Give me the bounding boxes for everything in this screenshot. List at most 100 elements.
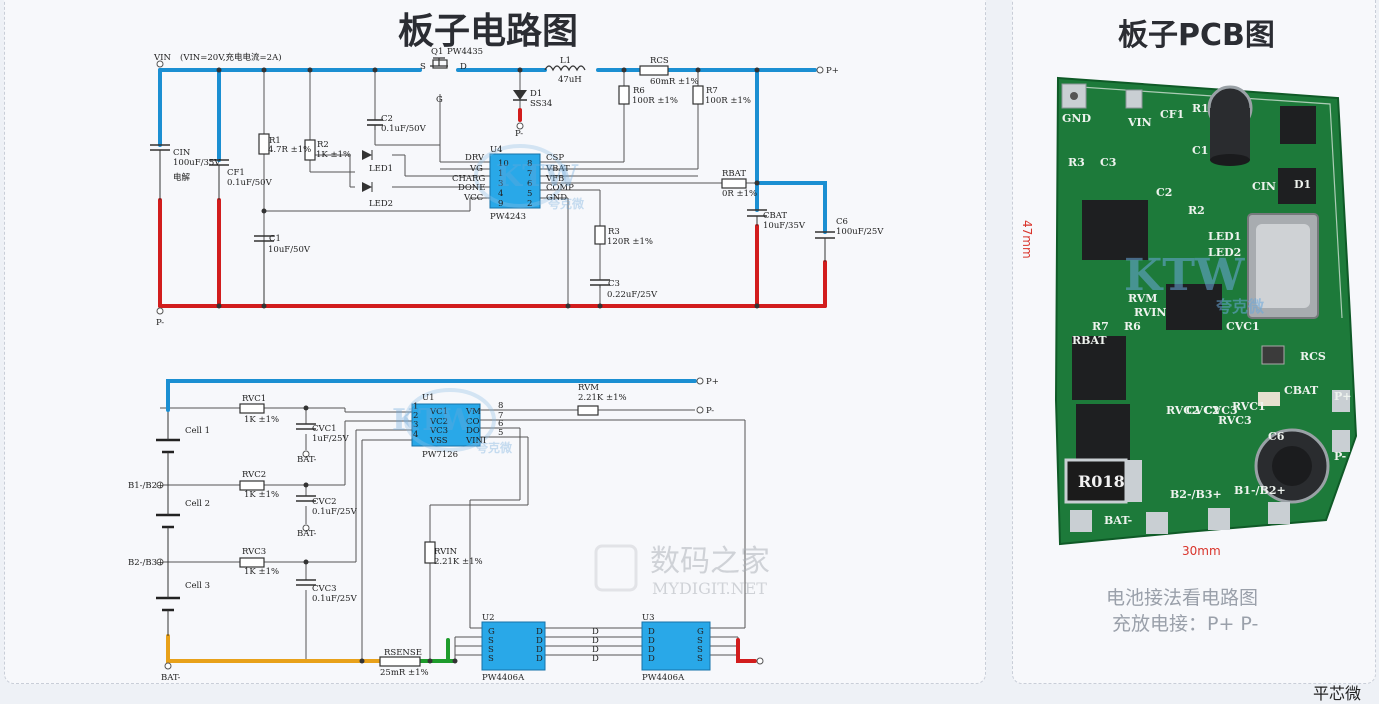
u1-pin-l1: VC1: [429, 407, 448, 417]
silk-rvin: RVIN: [1134, 306, 1166, 319]
rbat-value: 0R ±1%: [722, 189, 757, 199]
r2-label: R2: [317, 140, 329, 150]
u4-pin-r4: COMP: [546, 183, 574, 193]
p-plus-bottom: P+: [706, 377, 719, 387]
rvc1-label: RVC1: [242, 394, 266, 404]
silk-rcs: RCS: [1300, 350, 1326, 363]
pcb-height-dimension: 47mm: [1020, 220, 1034, 259]
u3-d3: D: [648, 645, 655, 655]
q1-g: G: [436, 95, 443, 105]
u4-pin-l1: DRV: [465, 153, 485, 163]
u4-pin-l3: CHARG: [452, 174, 485, 184]
u4-num-l3: 3: [498, 179, 503, 189]
silk-b1b2: B1-/B2+: [1234, 484, 1286, 497]
vin-label: VIN: [153, 53, 171, 63]
silk-c2: C2: [1156, 186, 1172, 199]
c6-value: 100uF/25V: [836, 227, 884, 237]
rcs-label: RCS: [650, 56, 669, 66]
rvm-value: 2.21K ±1%: [578, 393, 627, 403]
u1-num-r1: 8: [498, 401, 503, 411]
watermark-site-cn: 数码之家: [650, 544, 770, 579]
u3-d1: D: [648, 627, 655, 637]
cbat-label: CBAT: [763, 211, 787, 221]
cell3-label: Cell 3: [185, 581, 210, 591]
u4-num-l5: 9: [498, 199, 503, 209]
u2-g: G: [488, 627, 495, 637]
u3-s2: S: [697, 645, 703, 655]
cin-label: CIN: [173, 148, 191, 158]
r2-value: 1K ±1%: [316, 150, 351, 160]
rvin-label: RVIN: [434, 547, 458, 557]
u3-s1: S: [697, 636, 703, 646]
silk-c3: C3: [1100, 156, 1116, 169]
u1-pin-r4: VINI: [465, 436, 486, 446]
u2-d4: D: [536, 654, 543, 664]
rvc3-value: 1K ±1%: [244, 567, 279, 577]
pcb-board: [1054, 76, 1358, 546]
silk-rvc1: RVC1: [1232, 400, 1266, 413]
u2-d3: D: [536, 645, 543, 655]
silk-cvc1: CVC1: [1226, 320, 1260, 333]
rvm-label: RVM: [578, 383, 599, 393]
c6-label: C6: [836, 217, 848, 227]
watermark-cn-bottom: 夸克微: [475, 440, 513, 455]
silk-r6: R6: [1124, 320, 1141, 333]
silk-rbat: RBAT: [1072, 334, 1107, 347]
watermark-site-en: MYDIGIT.NET: [652, 579, 767, 598]
u1-num-r3: 6: [498, 419, 503, 429]
q1-label: Q1: [431, 47, 443, 57]
c1-label: C1: [269, 234, 281, 244]
silk-c1: C1: [1192, 144, 1208, 157]
q1-s: S: [420, 62, 426, 72]
u1-pin-l2: VC2: [429, 417, 448, 427]
rvin-value: 2.21K ±1%: [434, 557, 483, 567]
u3-g: G: [697, 627, 704, 637]
u4-num-l1: 10: [498, 159, 509, 169]
u3-d4: D: [648, 654, 655, 664]
silk-gnd: GND: [1062, 112, 1091, 125]
c2-label: C2: [381, 114, 393, 124]
u3-part: PW4406A: [642, 673, 685, 683]
silk-led1: LED1: [1208, 230, 1241, 243]
u1-num-r2: 7: [498, 411, 503, 421]
l1-value: 47uH: [558, 75, 582, 85]
u4-part: PW4243: [490, 212, 526, 222]
pcb-caption-line2: 充放电接：P+ P-: [1112, 613, 1259, 635]
corner-text: 平芯微: [1313, 684, 1362, 703]
pcb-title: 板子PCB图: [1118, 18, 1275, 53]
watermark-brand-top: KTW: [496, 159, 579, 194]
bat-minus-3: BAT-: [161, 673, 180, 683]
silk-cin: CIN: [1252, 180, 1276, 193]
r3-label: R3: [608, 227, 620, 237]
cf1-label: CF1: [227, 168, 245, 178]
c1-value: 10uF/50V: [268, 245, 311, 255]
l1-label: L1: [560, 56, 571, 66]
r7-label: R7: [706, 86, 718, 96]
schematic-title: 板子电路图: [398, 11, 579, 52]
u4-pin-l4: DONE: [458, 183, 485, 193]
led1-label: LED1: [369, 164, 393, 174]
cin-type: 电解: [173, 172, 191, 183]
pcb-width-dimension: 30mm: [1182, 544, 1221, 558]
silk-c6: C6: [1268, 430, 1285, 443]
silk-r2: R2: [1188, 204, 1205, 217]
u2-part: PW4406A: [482, 673, 525, 683]
u1-pin-r2: CO: [466, 417, 480, 427]
u4-pin-r1: CSP: [546, 153, 564, 163]
b1-b2-label: B1-/B2+: [128, 481, 164, 491]
silk-r1: R1: [1192, 102, 1209, 115]
silk-bat: BAT-: [1104, 514, 1132, 527]
p-minus-top: P-: [156, 318, 164, 328]
u2-s3: S: [488, 654, 494, 664]
rvc1-value: 1K ±1%: [244, 415, 279, 425]
cvc2-label: CVC2: [312, 497, 337, 507]
pcb-watermark-cn: 夸克微: [1215, 297, 1265, 316]
silk-cf1: CF1: [1160, 108, 1184, 121]
mid-d1: D: [592, 627, 599, 637]
d1-pminus: P-: [515, 129, 523, 139]
rsense-value: 25mR ±1%: [380, 668, 429, 678]
rvc2-value: 1K ±1%: [244, 490, 279, 500]
r7-value: 100R ±1%: [705, 96, 751, 106]
silk-d1: D1: [1294, 178, 1311, 191]
